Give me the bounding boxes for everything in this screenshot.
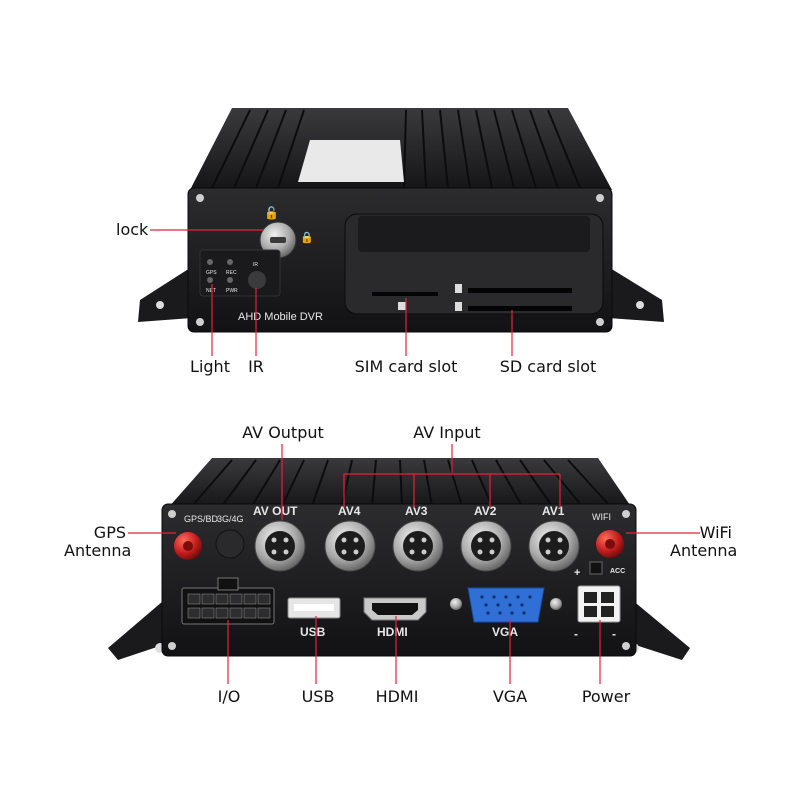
acc-label: ACC (610, 568, 625, 575)
bottom-dvr-unit: GPS/BD 3G/4G AV OUT AV4 AV3 AV2 AV1 WIFI (108, 458, 690, 660)
callout-av-input: AV Input (413, 423, 481, 442)
hdmi-port-label: HDMI (377, 625, 408, 639)
wifi-port-label: WIFI (592, 512, 611, 522)
right-mount-bracket (608, 268, 664, 322)
callout-vga: VGA (492, 687, 528, 706)
callout-av-output: AV Output (242, 423, 324, 442)
callout-wifi-antenna: WiFi Antenna (670, 523, 738, 560)
spec-sticker (298, 140, 404, 182)
acc-switch[interactable] (589, 561, 603, 575)
sd-card-slot-1[interactable] (468, 288, 572, 293)
left-mount-bracket (138, 268, 192, 322)
pwr-led (227, 277, 233, 283)
av-out-port-label: AV OUT (253, 504, 298, 518)
callout-gps-line1: GPS (93, 523, 126, 542)
cell-port-label: 3G/4G (217, 514, 244, 524)
io-connector[interactable] (181, 587, 275, 625)
indicator-pwr: PWR (226, 288, 238, 294)
rear-left-bracket (108, 590, 178, 660)
gps-bd-port-label: GPS/BD (184, 514, 219, 524)
av-out-connector[interactable] (254, 520, 306, 572)
callout-io: I/O (217, 687, 241, 706)
ir-label-on-device: IR (253, 262, 258, 268)
callout-sim-card-slot: SIM card slot (354, 357, 458, 376)
unlock-icon: 🔓 (264, 206, 279, 220)
ir-sensor (248, 271, 266, 289)
callout-gps-antenna: GPS Antenna (64, 523, 132, 560)
callout-wifi-line1: WiFi (699, 523, 732, 542)
sim-card-slot[interactable] (372, 292, 438, 296)
rear-right-bracket (620, 590, 690, 660)
rec-led (227, 259, 233, 265)
front-model-label: AHD Mobile DVR (238, 311, 323, 323)
callout-ir: IR (248, 357, 264, 376)
gps-led (207, 259, 213, 265)
av1-connector[interactable] (528, 520, 580, 572)
av1-port-label: AV1 (542, 504, 565, 518)
callout-sd-card-slot: SD card slot (499, 357, 597, 376)
indicator-rec: REC (226, 270, 237, 276)
power-minus-label-left: - (574, 627, 578, 641)
power-plus-label: + (574, 567, 580, 579)
usb-port-label: USB (300, 625, 326, 639)
cellular-antenna-port[interactable] (215, 529, 245, 559)
indicator-gps: GPS (206, 270, 217, 276)
callout-power: Power (581, 687, 631, 706)
callout-wifi-line2: Antenna (670, 541, 738, 560)
top-leader-lines (150, 229, 513, 356)
top-dvr-unit: 🔓 🔒 GPS REC NET PWR IR AHD Mobile DVR (138, 108, 664, 333)
av3-connector[interactable] (392, 520, 444, 572)
av3-port-label: AV3 (405, 504, 428, 518)
vga-port-label: VGA (492, 625, 518, 639)
callout-light: Light (190, 357, 230, 376)
vga-port[interactable] (467, 587, 545, 623)
bottom-leader-lines (128, 444, 700, 684)
av2-connector[interactable] (460, 520, 512, 572)
power-minus-label-right: - (612, 627, 616, 641)
callout-usb: USB (301, 687, 335, 706)
sd-card-slot-2[interactable] (468, 306, 572, 311)
callout-hdmi: HDMI (375, 687, 419, 706)
callout-lock: lock (116, 220, 149, 239)
net-led (207, 277, 213, 283)
av4-port-label: AV4 (338, 504, 361, 518)
callout-gps-line2: Antenna (64, 541, 132, 560)
av4-connector[interactable] (324, 520, 376, 572)
av2-port-label: AV2 (474, 504, 497, 518)
indicator-net: NET (206, 288, 216, 294)
lock-icon: 🔒 (300, 231, 314, 244)
heatsink-fins (190, 108, 612, 190)
